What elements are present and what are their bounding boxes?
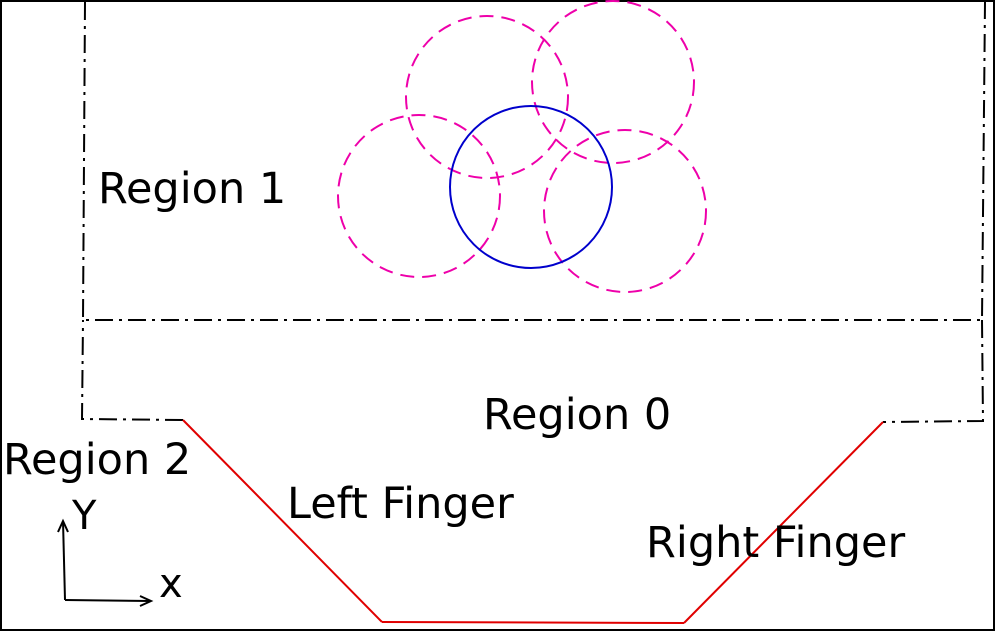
- right-finger-line: [683, 421, 884, 624]
- y-axis-label: Y: [71, 493, 97, 539]
- candidate-positions: [337, 0, 707, 293]
- x-axis-arrowhead: [139, 595, 154, 607]
- candidate-circle-top-left: [405, 15, 569, 179]
- region-1-boundary: [81, 1, 986, 321]
- left-finger-line: [182, 419, 383, 623]
- candidate-circle-top-right: [531, 0, 695, 164]
- region-2-label: Region 2: [3, 435, 191, 485]
- left-finger-label: Left Finger: [287, 479, 514, 529]
- right-finger-label: Right Finger: [646, 518, 905, 568]
- axes: [57, 518, 154, 607]
- y-axis-arrowhead: [57, 518, 69, 533]
- gripper-fingers: [182, 419, 884, 624]
- region-1-label: Region 1: [98, 164, 286, 214]
- object-circle: [449, 105, 613, 269]
- candidate-circle-left: [337, 114, 501, 278]
- y-axis-line: [62, 520, 66, 601]
- x-axis-line: [64, 599, 152, 602]
- gripper-base-line: [381, 621, 685, 624]
- region-0-label: Region 0: [483, 390, 671, 440]
- region-0-boundary: [80, 319, 985, 423]
- x-axis-label: x: [159, 561, 183, 607]
- candidate-circle-right: [543, 129, 707, 293]
